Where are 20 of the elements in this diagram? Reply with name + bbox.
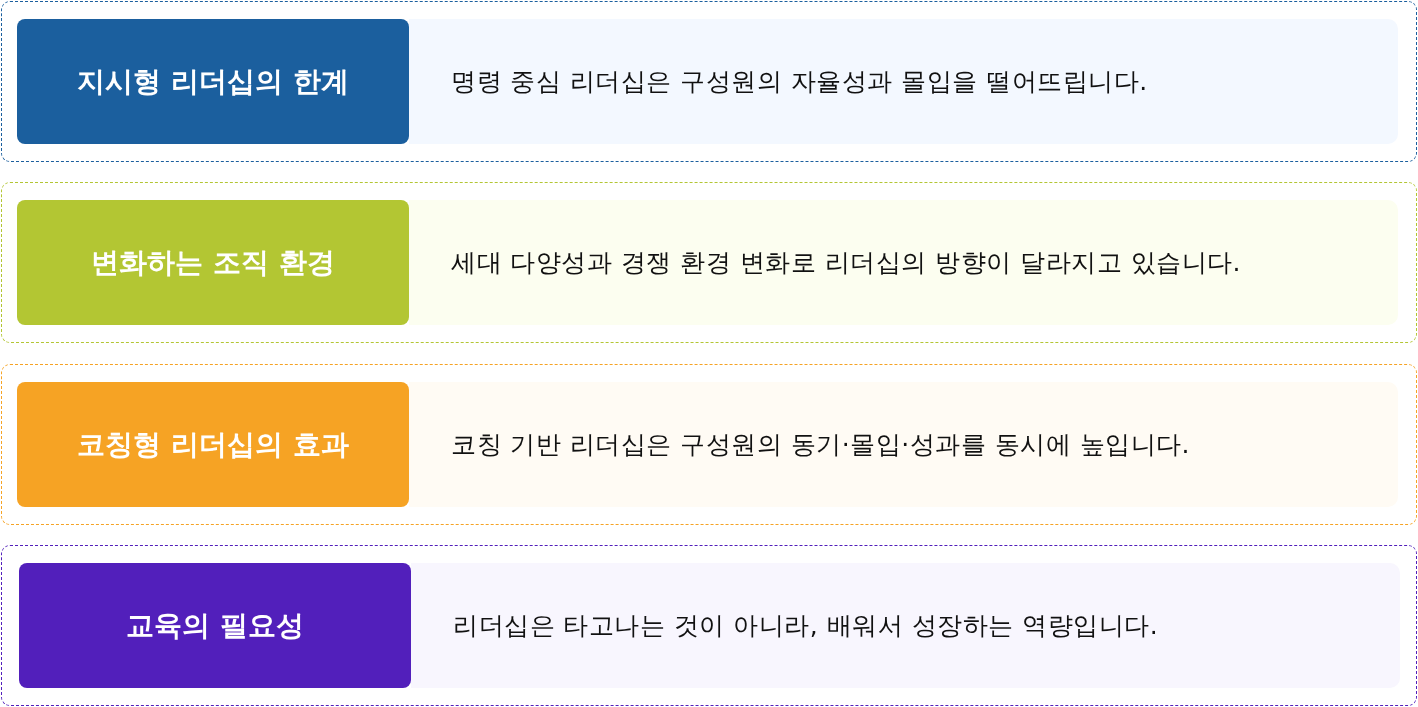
heading-banner <box>19 563 411 688</box>
heading-banner <box>17 19 409 144</box>
heading-text: 변화하는 조직 환경 <box>91 244 335 281</box>
heading-text: 지시형 리더십의 한계 <box>77 63 349 100</box>
description-text: 코칭 기반 리더십은 구성원의 동기·몰입·성과를 동시에 높입니다. <box>451 429 1191 461</box>
description-text: 리더십은 타고나는 것이 아니라, 배워서 성장하는 역량입니다. <box>453 610 1159 642</box>
description-panel <box>409 200 1398 325</box>
description-panel <box>411 563 1400 688</box>
dashed-frame <box>1 1 1417 162</box>
heading-banner <box>17 200 409 325</box>
dashed-frame <box>1 364 1417 525</box>
description-panel <box>409 382 1398 507</box>
description-text: 세대 다양성과 경쟁 환경 변화로 리더십의 방향이 달라지고 있습니다. <box>451 247 1242 279</box>
description-text: 명령 중심 리더십은 구성원의 자율성과 몰입을 떨어뜨립니다. <box>451 66 1148 98</box>
heading-text: 코칭형 리더십의 효과 <box>77 426 349 463</box>
heading-banner <box>17 382 409 507</box>
heading-text: 교육의 필요성 <box>126 607 304 644</box>
dashed-frame <box>1 545 1417 706</box>
description-panel <box>409 19 1398 144</box>
dashed-frame <box>1 182 1417 343</box>
